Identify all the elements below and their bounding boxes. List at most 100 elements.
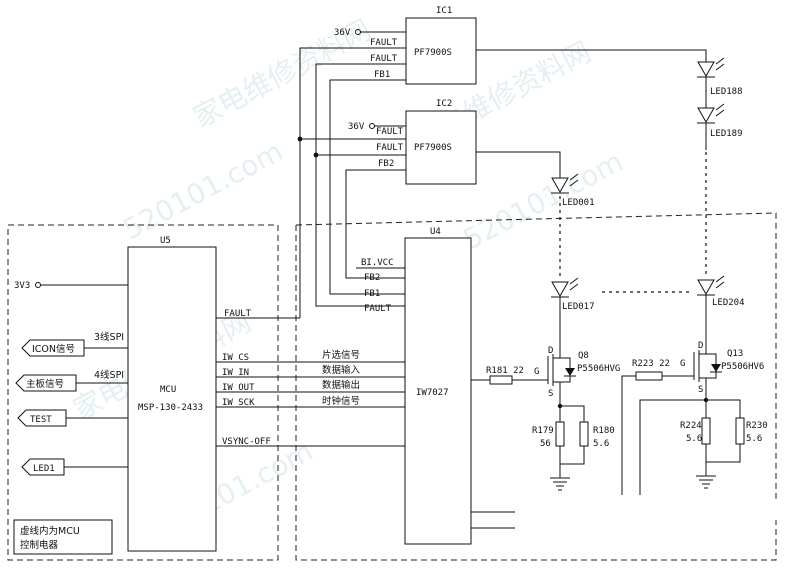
ground-icon — [696, 475, 716, 489]
watermark-text: 520101.com — [458, 145, 629, 257]
ic2-ref: IC2 — [436, 99, 452, 109]
ic2-fault-b-label: FAULT — [376, 143, 404, 153]
q13-mosfet-symbol — [693, 344, 722, 396]
r230-value: 5.6 — [746, 434, 762, 444]
ic2-36v-terminal — [369, 123, 375, 129]
ic2-fault-a-label: FAULT — [376, 127, 404, 137]
r180-label: R180 — [593, 426, 615, 436]
spi-4wire-label: 4线SPI — [94, 369, 124, 381]
signal-data-out-label: 数据输出 — [322, 379, 360, 391]
r223-label: R223 22 — [632, 359, 670, 369]
led1-label: LED1 — [33, 464, 55, 474]
junction-dot — [297, 136, 303, 142]
u4-ref: U4 — [430, 227, 441, 237]
wire — [621, 375, 636, 495]
mcu-region-boundary-left — [7, 224, 279, 561]
r179-value: 56 — [540, 439, 551, 449]
u5-pin-out: IW OUT — [222, 383, 255, 393]
u4-pin-fb2: FB2 — [364, 273, 380, 283]
u5-pin-cs: IW CS — [222, 353, 249, 363]
icon-signal-label: ICON信号 — [32, 343, 75, 355]
r224-label: R224 — [680, 421, 702, 431]
wire-ic1-fault-a — [299, 47, 406, 318]
q13-drain-label: D — [698, 341, 703, 351]
wire-ic1-fb1 — [329, 79, 406, 295]
r180-body — [579, 421, 589, 447]
input-3v3-terminal — [35, 282, 41, 288]
ic1-ref: IC1 — [436, 6, 452, 16]
led017-symbol — [551, 277, 579, 298]
u4-box — [404, 237, 472, 545]
ic1-part: PF7900S — [414, 48, 452, 58]
u4-pin-fb1: FB1 — [364, 289, 380, 299]
ic1-fb-label: FB1 — [374, 70, 390, 80]
q8-part: P5506HVG — [577, 364, 620, 374]
u5-box — [127, 246, 217, 552]
ic1-fault-b-label: FAULT — [370, 54, 398, 64]
main-signal-label: 主板信号 — [26, 378, 64, 390]
wire-ic1-out — [476, 49, 707, 62]
led188-label: LED188 — [710, 87, 743, 97]
ground-icon — [550, 477, 570, 491]
mcu-region-boundary-right-top — [295, 212, 777, 500]
r224-body — [701, 417, 711, 445]
wire-fault-merge — [315, 155, 405, 307]
wire — [559, 446, 585, 465]
input-3v3-label: 3V3 — [14, 281, 30, 291]
r230-label: R230 — [746, 421, 768, 431]
led001-label: LED001 — [562, 198, 595, 208]
q8-mosfet-symbol — [547, 346, 576, 406]
q13-source-label: S — [698, 385, 703, 395]
r223-body — [635, 371, 663, 381]
led204-symbol — [697, 275, 725, 296]
wire-ic2-fb2 — [345, 169, 406, 279]
watermark-text: 520101.com — [118, 135, 289, 247]
u5-name-line1: MCU — [160, 385, 176, 395]
led017-label: LED017 — [562, 302, 595, 312]
wire — [560, 405, 585, 422]
u4-pin-fault: FAULT — [364, 304, 392, 314]
led188-symbol — [697, 57, 725, 78]
wire-ic2-out — [476, 151, 561, 178]
q8-drain-label: D — [548, 346, 553, 356]
led189-symbol — [697, 103, 725, 124]
r179-label: R179 — [532, 426, 554, 436]
wire — [705, 444, 741, 463]
signal-data-in-label: 数据输入 — [322, 364, 361, 376]
test-label: TEST — [30, 415, 52, 425]
r181-body — [489, 375, 513, 385]
led001-symbol — [551, 173, 579, 194]
signal-cs-label: 片选信号 — [322, 349, 360, 361]
r180-value: 5.6 — [593, 439, 609, 449]
ic2-part: PF7900S — [414, 143, 452, 153]
note-line2: 控制电器 — [20, 539, 59, 551]
r179-body — [555, 421, 565, 447]
ic2-box — [405, 110, 477, 185]
ic1-box — [405, 17, 477, 85]
r181-label: R181 22 — [486, 366, 524, 376]
u5-ref: U5 — [160, 236, 171, 246]
mcu-region-boundary-right-bottom — [295, 225, 777, 561]
u5-pin-fault: FAULT — [224, 309, 252, 319]
note-box — [13, 519, 113, 555]
ic2-fb-label: FB2 — [378, 159, 394, 169]
u5-name-line2: MSP-130-2433 — [138, 403, 203, 413]
u5-pin-vsync: VSYNC-OFF — [222, 437, 271, 447]
ic2-36v-label: 36V — [348, 122, 365, 132]
signal-clock-label: 时钟信号 — [322, 395, 360, 407]
note-line1: 虚线内为MCU — [20, 525, 80, 537]
junction-dot — [703, 397, 709, 403]
u4-pin-bivcc: BI.VCC — [361, 258, 394, 268]
wire-ic1-fault-b — [315, 63, 406, 155]
r224-value: 5.6 — [686, 434, 702, 444]
spi-3wire-label: 3线SPI — [94, 331, 124, 343]
u5-pin-in: IW IN — [222, 368, 249, 378]
wire — [639, 399, 741, 495]
led204-label: LED204 — [712, 298, 745, 308]
q8-gate-label: G — [534, 367, 539, 377]
q8-ref: Q8 — [578, 351, 589, 361]
led189-label: LED189 — [710, 129, 743, 139]
q13-gate-label: G — [680, 359, 685, 369]
